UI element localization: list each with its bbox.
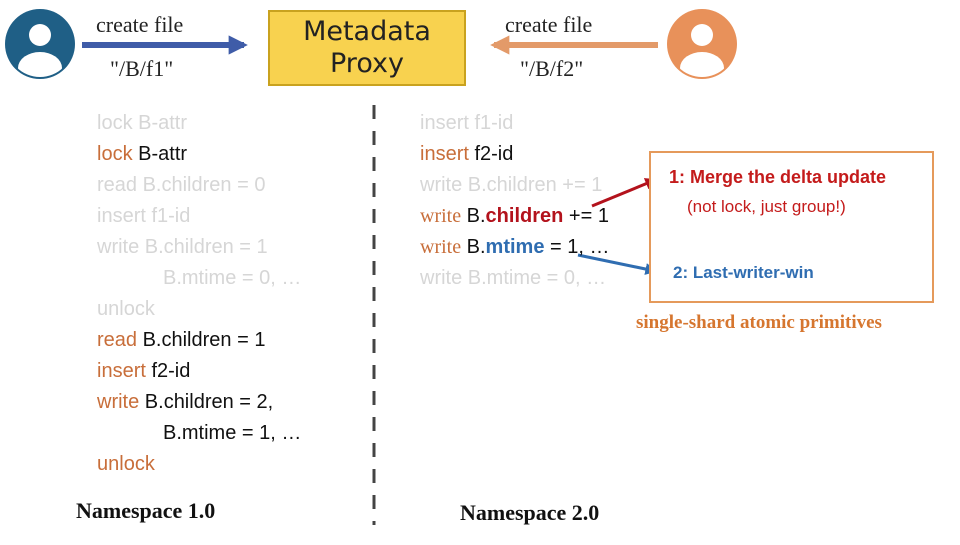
- ns1-step: insert f2-id: [97, 356, 301, 387]
- mtime-field: mtime: [485, 236, 545, 258]
- keyword: insert: [420, 143, 469, 165]
- user-icon: [5, 9, 75, 79]
- statement: B.children = 2,: [139, 391, 274, 413]
- ns1-step: read B.children = 0: [97, 174, 266, 196]
- merge-delta-label: 1: Merge the delta update: [669, 167, 887, 187]
- proxy-line-1: Metadata: [303, 16, 431, 47]
- statement: f2-id: [468, 143, 514, 165]
- namespace1-steps: lock B-attr lock B-attr read B.children …: [97, 108, 301, 480]
- statement: B.children = 1: [137, 329, 266, 351]
- proxy-line-2: Proxy: [330, 48, 404, 79]
- user-icon: [667, 9, 737, 79]
- keyword: insert: [97, 360, 146, 382]
- ns2-step: write B.mtime = 1, …: [420, 232, 609, 263]
- right-arrow-label: create file: [505, 12, 593, 37]
- ns1-step: B.mtime = 0, …: [163, 267, 302, 289]
- metadata-proxy-box: Metadata Proxy: [268, 10, 466, 86]
- statement: B.: [461, 236, 486, 258]
- right-path-label: "/B/f2": [520, 56, 584, 81]
- keyword: read: [97, 329, 138, 351]
- keyword: write: [420, 236, 462, 258]
- ns1-step: B.mtime = 1, …: [163, 422, 302, 444]
- ns2-step: write B.mtime = 0, …: [420, 267, 607, 289]
- lww-arrow: [577, 253, 658, 275]
- ns1-step: unlock: [97, 298, 155, 320]
- keyword: lock: [97, 143, 133, 165]
- ns2-step: write B.children += 1: [420, 174, 603, 196]
- keyword: write: [97, 391, 140, 413]
- ns1-step: lock B-attr: [97, 112, 188, 134]
- ns1-step: write B.children = 2,: [97, 387, 301, 418]
- ns1-step: unlock: [97, 449, 301, 480]
- statement: = 1, …: [544, 236, 610, 258]
- merge-delta-note: (not lock, just group!): [687, 197, 846, 216]
- left-path-label: "/B/f1": [110, 56, 174, 81]
- statement: f2-id: [145, 360, 191, 382]
- namespace1-title: Namespace 1.0: [76, 498, 216, 523]
- left-arrow-label: create file: [96, 12, 184, 37]
- atomic-primitives-callout: 1: Merge the delta update (not lock, jus…: [649, 151, 934, 303]
- ns2-step: write B.children += 1: [420, 201, 609, 232]
- statement: += 1: [563, 205, 609, 227]
- namespace2-steps: insert f1-id insert f2-id write B.childr…: [420, 108, 609, 294]
- children-field: children: [485, 205, 564, 227]
- callout-caption: single-shard atomic primitives: [636, 312, 882, 333]
- ns2-step: insert f2-id: [420, 139, 609, 170]
- last-writer-win-label: 2: Last-writer-win: [673, 263, 814, 282]
- statement: B.: [461, 205, 486, 227]
- ns1-step: lock B-attr: [97, 139, 301, 170]
- keyword: unlock: [97, 453, 155, 475]
- ns1-step: read B.children = 1: [97, 325, 301, 356]
- ns1-step: insert f1-id: [97, 205, 191, 227]
- keyword: write: [420, 205, 462, 227]
- ns2-step: insert f1-id: [420, 112, 514, 134]
- statement: B-attr: [132, 143, 188, 165]
- ns1-step: write B.children = 1: [97, 236, 268, 258]
- namespace2-title: Namespace 2.0: [460, 500, 600, 525]
- merge-arrow: [591, 178, 658, 208]
